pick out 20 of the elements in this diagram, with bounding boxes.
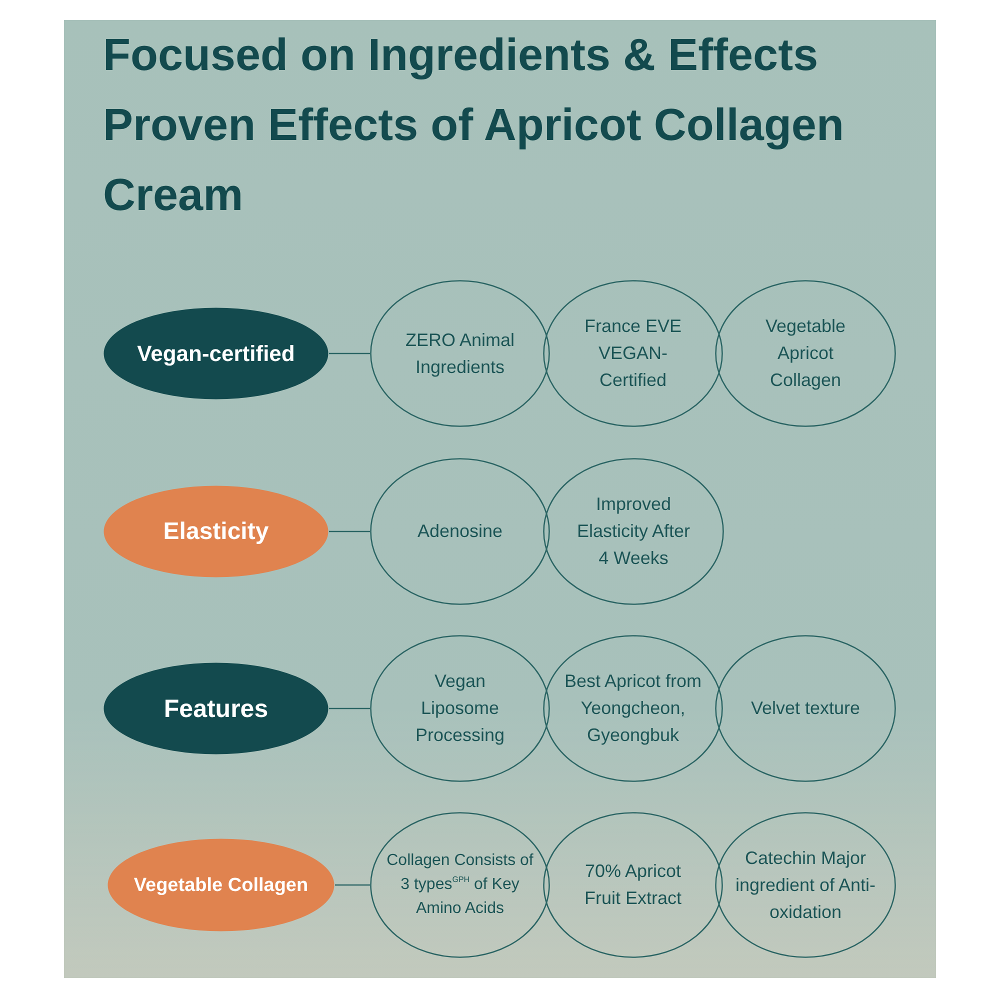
feature-circle: Adenosine: [370, 458, 550, 605]
title: Focused on Ingredients & Effects Proven Effects of Apricot Collagen Cream: [103, 28, 845, 222]
connector-line: [329, 352, 370, 354]
category-oval: Elasticity: [103, 485, 329, 578]
category-oval: Features: [103, 662, 329, 755]
connector-line: [329, 708, 370, 710]
feature-circle: Collagen Consists of 3 types$^{GPH}$ of Key Amino Acids: [370, 812, 550, 958]
feature-circle: ZERO Animal Ingredients: [370, 280, 550, 427]
feature-circle: Best Apricot from Yeongcheon, Gyeongbuk: [543, 635, 723, 782]
feature-circle: Vegan Liposome Processing: [370, 635, 550, 782]
feature-circle: Vegetable Apricot Collagen: [715, 280, 896, 427]
feature-circle: France EVE VEGAN-Certified: [543, 280, 723, 427]
category-oval: Vegetable Collagen: [107, 838, 335, 932]
connector-line: [329, 530, 370, 532]
feature-circle: Improved Elasticity After 4 Weeks: [543, 458, 724, 605]
feature-circle: Catechin Major ingredient of Anti-oxidation: [715, 812, 896, 958]
feature-circle: Velvet texture: [715, 635, 896, 782]
category-oval: Vegan-certified: [103, 307, 329, 400]
feature-circle: 70% Apricot Fruit Extract: [543, 812, 723, 958]
connector-line: [335, 884, 370, 886]
